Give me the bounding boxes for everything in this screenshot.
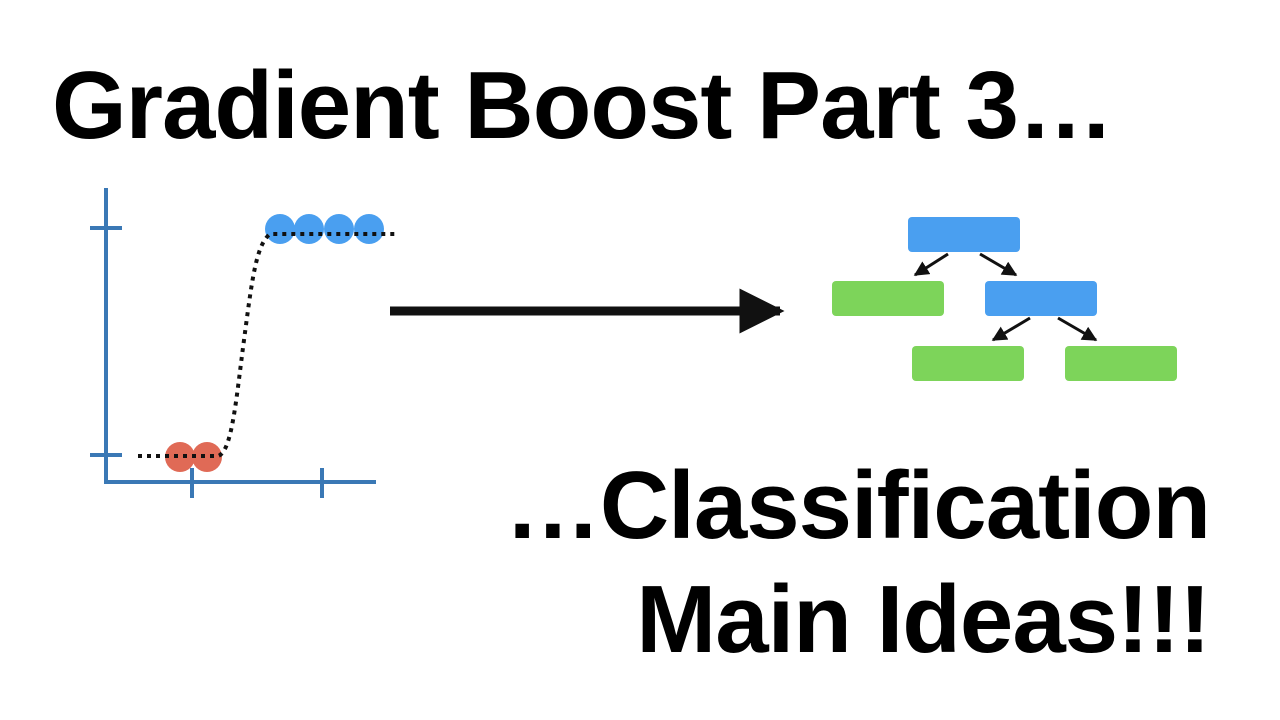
decision-tree xyxy=(832,217,1177,381)
tree-edge xyxy=(1057,316,1098,342)
logistic-plot xyxy=(90,188,398,498)
class-1-point xyxy=(354,214,384,244)
class-1-point xyxy=(324,214,354,244)
leaf-node xyxy=(1065,346,1177,381)
tree-edge xyxy=(913,252,949,277)
class-0-point xyxy=(165,442,195,472)
class-1-point xyxy=(294,214,324,244)
leaf-node xyxy=(912,346,1024,381)
tree-edge xyxy=(979,252,1018,277)
leaf-node xyxy=(832,281,944,316)
page-title: Gradient Boost Part 3… xyxy=(52,52,1114,159)
subtitle-line-1: …Classification xyxy=(504,452,1211,559)
tree-edge xyxy=(991,316,1031,342)
class-0-point xyxy=(192,442,222,472)
internal-node xyxy=(985,281,1097,316)
root-node xyxy=(908,217,1020,252)
subtitle-line-2: Main Ideas!!! xyxy=(636,566,1211,673)
logistic-curve xyxy=(138,232,398,458)
class-1-point xyxy=(265,214,295,244)
